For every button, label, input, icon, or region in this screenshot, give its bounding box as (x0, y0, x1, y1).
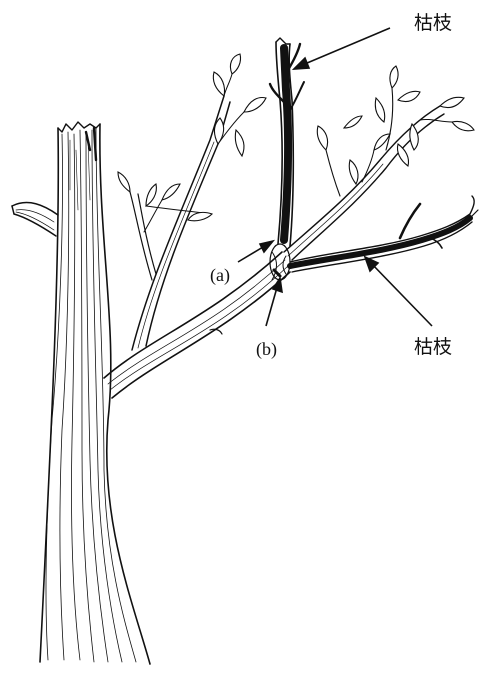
arrow-dead-branch-bottom (365, 257, 432, 326)
branch-collar (270, 244, 290, 280)
arrow-point-a (238, 241, 273, 262)
callout-arrows (238, 28, 432, 326)
trunk (12, 122, 150, 664)
left-branch (130, 74, 244, 350)
leaves (118, 54, 474, 221)
label-point-b: (b) (256, 340, 277, 358)
main-limb (104, 252, 290, 398)
arrow-dead-branch-top (294, 28, 390, 69)
dead-branch-lower (290, 196, 478, 272)
label-dead-branch-top: 枯枝 (414, 14, 452, 33)
label-point-a: (a) (210, 266, 230, 284)
label-dead-branch-bottom: 枯枝 (414, 338, 452, 357)
